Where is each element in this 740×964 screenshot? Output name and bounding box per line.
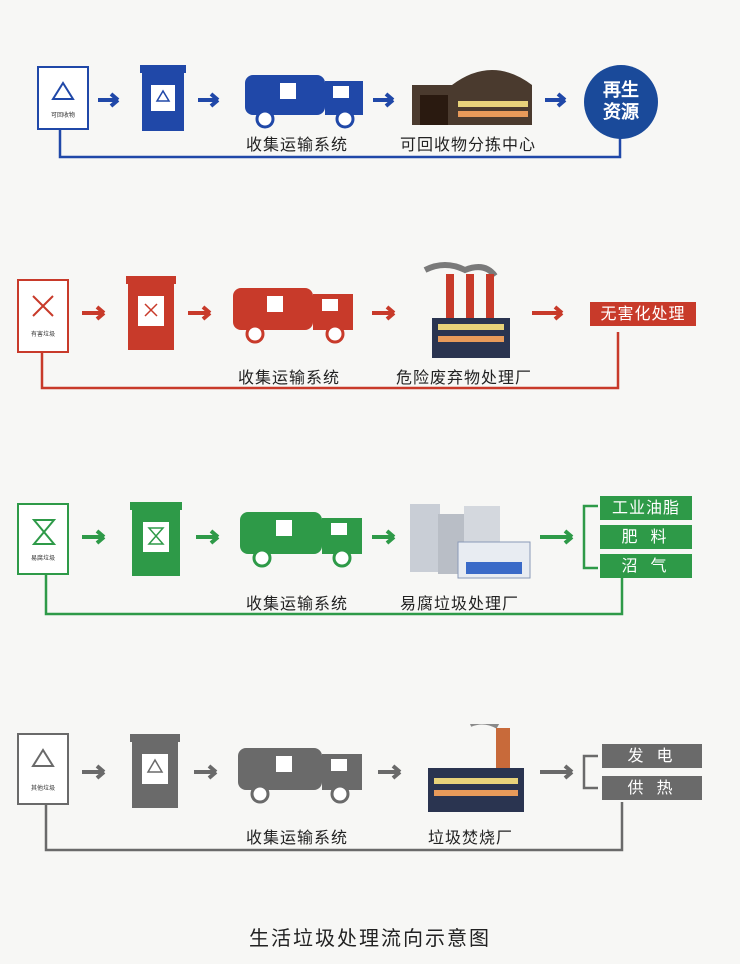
facility-label: 垃圾焚烧厂 bbox=[428, 828, 514, 847]
flow-hazardous-graphics: 有害垃圾 bbox=[17, 262, 620, 390]
flow-perishable-graphics: 易腐垃圾 bbox=[17, 502, 624, 616]
flow-other: 其他垃圾 bbox=[0, 724, 740, 914]
return-line bbox=[44, 574, 624, 616]
facility-label: 可回收物分拣中心 bbox=[400, 135, 537, 154]
truck-label: 收集运输系统 bbox=[238, 368, 341, 387]
arrow-icon bbox=[540, 529, 574, 545]
output-industrial-grease: 工业油脂 bbox=[600, 496, 692, 520]
arrow-icon bbox=[532, 305, 564, 321]
perishable-bin-icon bbox=[130, 502, 182, 576]
facility-label: 易腐垃圾处理厂 bbox=[400, 594, 520, 613]
output-fertilizer: 肥 料 bbox=[600, 525, 692, 549]
diagram-title: 生活垃圾处理流向示意图 bbox=[249, 926, 491, 950]
arrow-icon bbox=[372, 529, 396, 545]
arrow-icon bbox=[196, 529, 220, 545]
facility-label: 危险废弃物处理厂 bbox=[396, 368, 533, 387]
truck-label: 收集运输系统 bbox=[246, 828, 349, 847]
output-heat-supply: 供 热 bbox=[602, 776, 702, 800]
hazardous-sign: 有害垃圾 bbox=[17, 279, 69, 353]
arrow-icon bbox=[82, 305, 106, 321]
hazardous-truck-icon bbox=[233, 288, 353, 344]
arrow-icon bbox=[188, 305, 212, 321]
arrow-icon bbox=[98, 92, 120, 108]
arrow-icon bbox=[372, 305, 396, 321]
truck-label: 收集运输系统 bbox=[246, 135, 349, 154]
perishable-truck-icon bbox=[240, 512, 362, 568]
output-biogas: 沼 气 bbox=[600, 554, 692, 578]
hazardous-bin-icon bbox=[126, 276, 176, 350]
arrow-icon bbox=[373, 92, 395, 108]
incinerator-icon bbox=[428, 724, 524, 812]
hazardous-plant-icon bbox=[423, 262, 510, 358]
arrow-icon bbox=[540, 764, 574, 780]
other-bin-icon bbox=[130, 734, 180, 808]
other-truck-icon bbox=[238, 748, 362, 804]
perishable-plant-icon bbox=[410, 504, 531, 579]
svg-text:可回收物: 可回收物 bbox=[51, 111, 75, 119]
return-line bbox=[40, 332, 620, 390]
svg-text:易腐垃圾: 易腐垃圾 bbox=[31, 554, 55, 562]
sorting-center-icon bbox=[412, 70, 532, 125]
flow-hazardous: 有害垃圾 bbox=[0, 258, 740, 448]
svg-text:有害垃圾: 有害垃圾 bbox=[31, 330, 55, 338]
arrow-icon bbox=[198, 92, 220, 108]
perishable-sign: 易腐垃圾 bbox=[17, 503, 69, 575]
svg-text:其他垃圾: 其他垃圾 bbox=[31, 784, 55, 792]
other-sign: 其他垃圾 bbox=[17, 733, 69, 805]
branch-bracket bbox=[582, 754, 598, 790]
return-line bbox=[44, 802, 624, 852]
flow-other-graphics: 其他垃圾 bbox=[17, 724, 624, 852]
flow-perishable: 易腐垃圾 bbox=[0, 492, 740, 682]
arrow-icon bbox=[378, 764, 402, 780]
recyclable-sign: 可回收物 bbox=[37, 66, 89, 130]
arrow-icon bbox=[545, 92, 567, 108]
flow-recyclable: 可回收物 bbox=[0, 55, 740, 245]
arrow-icon bbox=[194, 764, 218, 780]
arrow-icon bbox=[82, 764, 106, 780]
arrow-icon bbox=[82, 529, 106, 545]
recyclable-bin-icon bbox=[140, 65, 186, 131]
output-harmless-treatment: 无害化处理 bbox=[590, 302, 696, 326]
recyclable-truck-icon bbox=[245, 75, 363, 129]
branch-bracket bbox=[582, 504, 598, 570]
output-power-generation: 发 电 bbox=[602, 744, 702, 768]
truck-label: 收集运输系统 bbox=[246, 594, 349, 613]
output-recycled-resource: 再生资源 bbox=[584, 65, 658, 139]
